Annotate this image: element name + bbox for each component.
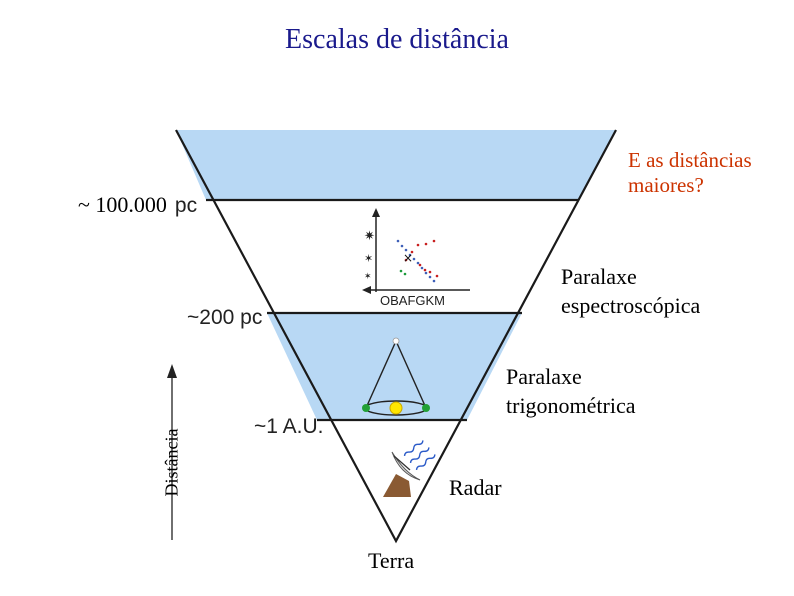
label-trig-line2: trigonométrica bbox=[506, 393, 636, 418]
label-100000pc-unit: pc bbox=[174, 194, 198, 217]
label-radar: Radar bbox=[449, 475, 502, 500]
question-line2: maiores? bbox=[628, 173, 704, 197]
label-spectroscopic-line2: espectroscópica bbox=[561, 293, 701, 318]
parallax-icon bbox=[362, 337, 430, 416]
svg-text:✶: ✶ bbox=[364, 252, 373, 265]
label-200pc: ~200 pc bbox=[187, 306, 263, 329]
svg-text:×: × bbox=[403, 251, 413, 265]
distance-axis-label: Distância bbox=[161, 428, 182, 497]
svg-text:✶: ✶ bbox=[364, 272, 372, 282]
label-100000pc: ~ 100.000 pc bbox=[78, 192, 197, 218]
radar-dish-icon bbox=[383, 440, 436, 497]
triangle-outline bbox=[175, 129, 617, 544]
label-spectroscopic-line1: Paralaxe bbox=[561, 264, 637, 289]
hr-axis-label: OBAFGKM bbox=[380, 293, 445, 308]
label-terra: Terra bbox=[368, 548, 415, 573]
page-title: Escalas de distância bbox=[285, 24, 509, 55]
hr-diagram-icon: ✷ ✶ ✶ × OBAFGKM bbox=[362, 208, 470, 308]
label-spectroscopic: Paralaxe espectroscópica bbox=[561, 262, 700, 320]
label-trigonometric: Paralaxe trigonométrica bbox=[506, 362, 636, 420]
svg-text:✷: ✷ bbox=[364, 229, 375, 244]
question-label: E as distâncias maiores? bbox=[628, 148, 778, 198]
question-line1: E as distâncias bbox=[628, 148, 752, 172]
label-1au: ~1 A.U. bbox=[254, 415, 324, 438]
label-trig-line1: Paralaxe bbox=[506, 364, 582, 389]
distance-axis-arrow bbox=[167, 364, 177, 540]
middle-band bbox=[267, 313, 522, 420]
label-100000pc-value: ~ 100.000 bbox=[78, 192, 167, 217]
top-band bbox=[176, 130, 616, 200]
